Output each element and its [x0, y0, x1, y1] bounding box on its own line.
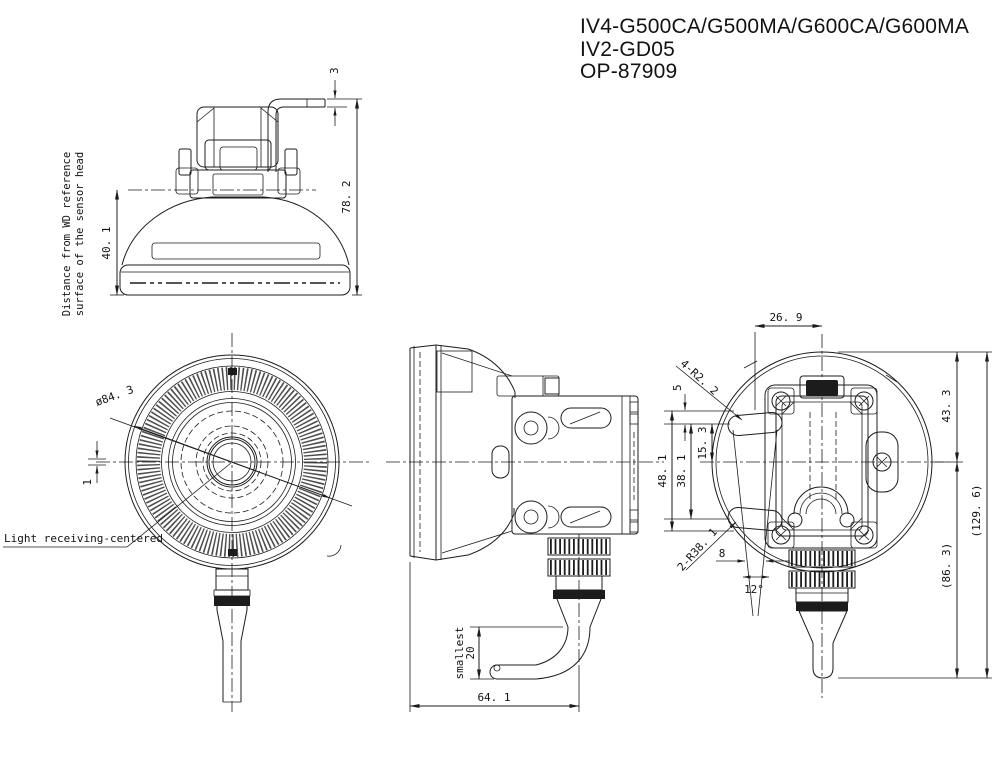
title-block: IV4-G500CA/G500MA/G600CA/G600MA IV2-GD05…: [580, 15, 969, 83]
cable-outer: [497, 626, 569, 666]
mount-slot-top: [727, 412, 783, 436]
screw-boss-top: [514, 411, 548, 445]
label-slot-arc-radius: 2-R38. 1: [675, 526, 720, 574]
controller-model: IV2-GD05: [580, 38, 675, 61]
screw-boss-bottom: [514, 500, 548, 534]
bracket-knuckle: [196, 106, 279, 168]
ring-mark-top: [228, 368, 237, 375]
dim-wd-height: 40. 1: [100, 226, 113, 259]
arm-outer: [267, 98, 325, 172]
bracket-base: [189, 169, 287, 199]
rear-view-connector: [788, 549, 856, 679]
dim-overall: (129. 6): [970, 485, 983, 538]
dim-slot-end: 5: [671, 384, 684, 391]
wd-note-line1: Distance from WD reference: [61, 152, 73, 316]
dim-slot-to-axis: 15. 3: [696, 426, 709, 459]
side-view: smallest 20 64. 1: [386, 344, 664, 712]
label-bend-smallest: smallest: [453, 627, 466, 680]
face-view-connector: [213, 568, 251, 703]
dim-slot-offset: 26. 9: [769, 311, 802, 324]
label-corner-radius: 4-R2. 2: [678, 357, 721, 398]
dim-overall-height: 78. 2: [340, 180, 353, 213]
dim-bend-20: 20: [464, 646, 477, 659]
dim-depth: 64. 1: [477, 691, 510, 704]
dim-slot-width: 8: [719, 547, 726, 560]
rear-view: 12° 8 48. 1 38. 1 15. 3 5 4-R2. 2 2-R38.…: [656, 311, 992, 698]
cable-inner: [497, 626, 591, 680]
pivot-bolt-left: [178, 148, 192, 176]
dim-diameter: ø84. 3: [94, 383, 136, 409]
mounting-bracket-body: [511, 395, 639, 535]
side-tab-edge: [326, 544, 342, 557]
arm-inner: [275, 106, 325, 172]
face-view: ø84. 3 1 Light receiving-centered: [3, 333, 372, 712]
dim-slot-outer-span: 48. 1: [656, 454, 669, 487]
slot-top: [560, 407, 612, 429]
dim-center-to-cable-end: (86. 3): [940, 543, 953, 589]
dim-slot-pitch: 38. 1: [675, 454, 688, 487]
dome-silhouette-bottom: [435, 508, 515, 561]
rear-cable: [812, 643, 834, 679]
model-numbers: IV4-G500CA/G500MA/G600CA/G600MA: [580, 15, 969, 38]
dome-outline: [121, 196, 350, 266]
ring-mark-bottom: [228, 549, 237, 556]
dome-silhouette-top: [435, 344, 516, 398]
side-view-connector: [489, 534, 611, 680]
dim-arm-thickness: 3: [328, 67, 341, 74]
mount-slot-bottom: [727, 507, 783, 531]
wd-note-line2: surface of the sensor head: [74, 152, 86, 316]
dim-center-offset: 1: [81, 479, 94, 486]
pivot-bolt-right: [284, 148, 298, 176]
front-view: 40. 1 78. 2 3 Distance from WD reference…: [61, 67, 362, 316]
label-light-receiving: Light receiving-centered: [4, 532, 163, 545]
slot-bottom: [560, 506, 612, 528]
dome-base-rim: [119, 264, 351, 296]
cable-gland-arch: [793, 486, 849, 515]
option-model: OP-87909: [580, 60, 677, 83]
corner-screws: [771, 391, 874, 545]
dim-top-to-center: 43. 3: [940, 389, 953, 422]
dim-slot-angle: 12°: [744, 583, 764, 596]
